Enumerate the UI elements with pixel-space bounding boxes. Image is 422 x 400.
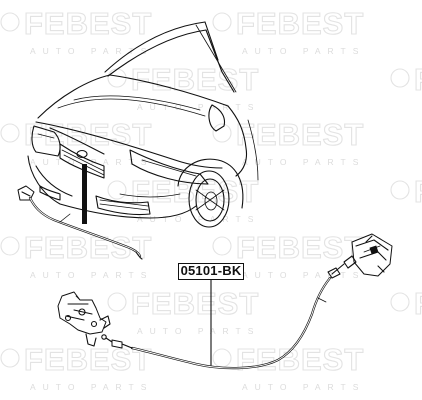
watermark-brand: FEBEST (414, 286, 422, 321)
watermark-brand: FEBEST (131, 286, 259, 321)
watermark-tile: FEBEST AUTO PARTS (212, 229, 365, 280)
watermark-brand: FEBEST (131, 62, 259, 97)
watermark-tile: FEBEST AUTO PARTS (212, 341, 365, 392)
watermark-brand: FEBEST (236, 230, 364, 265)
car-front-illustration (27, 21, 259, 228)
hood-release-cable (101, 276, 332, 370)
watermark-tile: FEBEST (390, 173, 422, 210)
watermark-tagline: AUTO PARTS (30, 382, 153, 392)
watermark-brand: FEBEST (24, 117, 152, 152)
watermark-tagline: AUTO PARTS (30, 270, 153, 280)
watermark-tile: FEBEST AUTO PARTS (212, 5, 365, 56)
watermark-tagline: AUTO PARTS (242, 46, 365, 56)
watermark-tile: FEBEST AUTO PARTS (212, 116, 365, 167)
watermark-layer: FEBEST AUTO PARTS FEBEST AUTO PARTS FEBE… (0, 5, 422, 392)
hood-lock-latch (57, 291, 111, 347)
release-handle-assembly (327, 233, 393, 279)
watermark-brand: FEBEST (24, 6, 152, 41)
watermark-brand: FEBEST (236, 117, 364, 152)
watermark-tile: FEBEST AUTO PARTS (0, 5, 153, 56)
watermark-brand: FEBEST (24, 230, 152, 265)
watermark-brand: FEBEST (414, 174, 422, 209)
watermark-tile: FEBEST AUTO PARTS (0, 116, 153, 167)
watermark-tagline: AUTO PARTS (242, 270, 365, 280)
hood-release-cable-in-vehicle (17, 185, 143, 260)
watermark-tile: FEBEST AUTO PARTS (0, 341, 153, 392)
watermark-tagline: AUTO PARTS (30, 46, 153, 56)
watermark-tile: FEBEST (390, 285, 422, 322)
watermark-tagline: AUTO PARTS (242, 382, 365, 392)
watermark-tile: FEBEST AUTO PARTS (107, 61, 260, 112)
watermark-tagline: AUTO PARTS (137, 326, 260, 336)
watermark-tagline: AUTO PARTS (242, 157, 365, 167)
watermark-brand: FEBEST (236, 342, 364, 377)
watermark-tagline: AUTO PARTS (30, 157, 153, 167)
part-number-callout: 05101-BK (178, 263, 244, 280)
watermark-tile: FEBEST AUTO PARTS (107, 285, 260, 336)
watermark-tile: FEBEST AUTO PARTS (0, 229, 153, 280)
watermark-tagline: AUTO PARTS (137, 102, 260, 112)
watermark-brand: FEBEST (24, 342, 152, 377)
watermark-tile: FEBEST (390, 61, 422, 98)
watermark-brand: FEBEST (236, 6, 364, 41)
watermark-brand: FEBEST (414, 62, 422, 97)
